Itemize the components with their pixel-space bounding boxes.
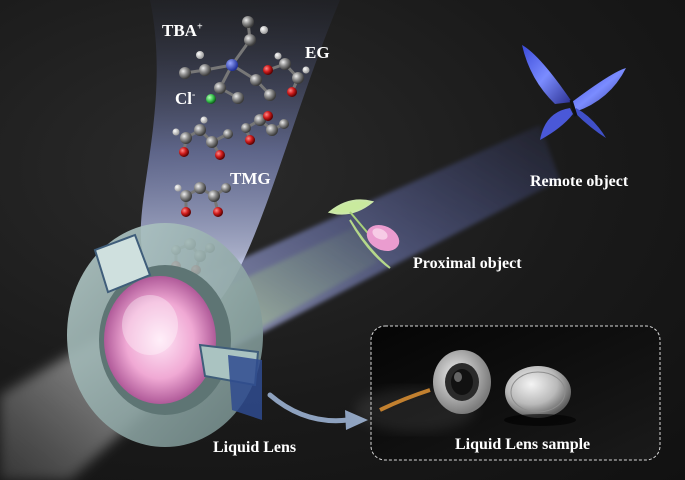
tmg-label: TMG <box>230 169 271 188</box>
arrow-head-icon <box>345 410 368 430</box>
tba-label: TBA+ <box>162 22 203 39</box>
cl-text: Cl <box>175 89 192 108</box>
lens-core <box>104 276 216 404</box>
tba-charge: + <box>196 21 203 33</box>
lens-blue-edge <box>228 355 262 420</box>
liquid-lens <box>67 223 263 447</box>
eg-molecule <box>263 52 310 97</box>
lens-core-highlight <box>122 295 178 355</box>
remote-object-label: Remote object <box>530 173 629 190</box>
flower-bud-icon <box>327 199 400 269</box>
tba-molecule <box>179 16 276 104</box>
cl-label: Cl- <box>175 90 195 107</box>
cl-charge: - <box>192 89 196 101</box>
liquid-lens-sample-label: Liquid Lens sample <box>455 436 591 453</box>
tmg-molecule-3 <box>174 182 231 217</box>
liquid-lens-label: Liquid Lens <box>213 439 297 456</box>
proximal-object-label: Proximal object <box>413 255 522 272</box>
tmg-molecule-2 <box>241 111 289 145</box>
lens-to-sample-arrow <box>267 392 351 424</box>
lens-cutaway-top <box>93 233 152 294</box>
eg-label: EG <box>305 43 330 62</box>
sample-coin <box>505 366 571 418</box>
chloride-ion <box>206 94 216 104</box>
sample-photo-inset <box>355 325 661 461</box>
tmg-molecule-1 <box>172 116 233 160</box>
sample-cable <box>379 388 431 412</box>
tba-text: TBA <box>162 21 197 40</box>
butterfly-icon <box>522 45 626 140</box>
